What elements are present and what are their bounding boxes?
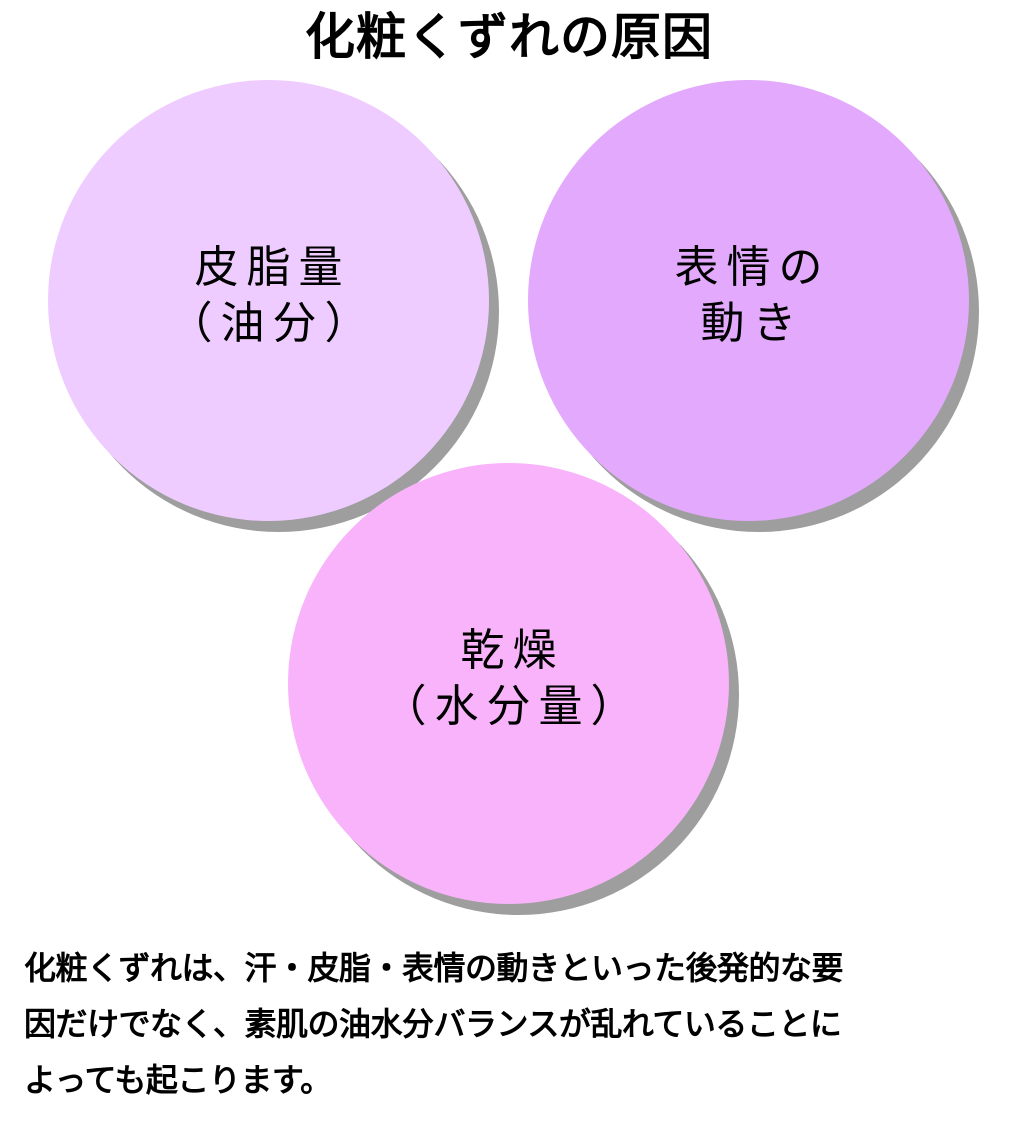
circle-label-line1: 表情の <box>674 241 831 293</box>
circle-label-line1: 乾燥 <box>460 624 565 676</box>
circle-facial-movement-body: 表情の 動き <box>528 80 969 521</box>
description-paragraph: 化粧くずれは、汗・皮脂・表情の動きといった後発的な要 因だけでなく、素肌の油水分… <box>24 940 999 1108</box>
circle-label-line2: （油分） <box>168 297 377 349</box>
description-line: 因だけでなく、素肌の油水分バランスが乱れていることに <box>24 1005 842 1043</box>
circle-sebum-body: 皮脂量 （油分） <box>48 80 489 521</box>
description-line: 化粧くずれは、汗・皮脂・表情の動きといった後発的な要 <box>24 949 844 987</box>
circle-dryness: 乾燥 （水分量） <box>288 463 739 915</box>
circle-label-line2: 動き <box>700 297 805 349</box>
circle-label-line1: 皮脂量 <box>194 241 351 293</box>
circle-label-line2: （水分量） <box>382 680 643 732</box>
circle-dryness-body: 乾燥 （水分量） <box>288 463 729 904</box>
circle-sebum: 皮脂量 （油分） <box>48 80 499 532</box>
description-line: よっても起こります。 <box>24 1061 332 1099</box>
diagram-title: 化粧くずれの原因 <box>305 8 713 66</box>
circle-facial-movement: 表情の 動き <box>528 80 979 532</box>
